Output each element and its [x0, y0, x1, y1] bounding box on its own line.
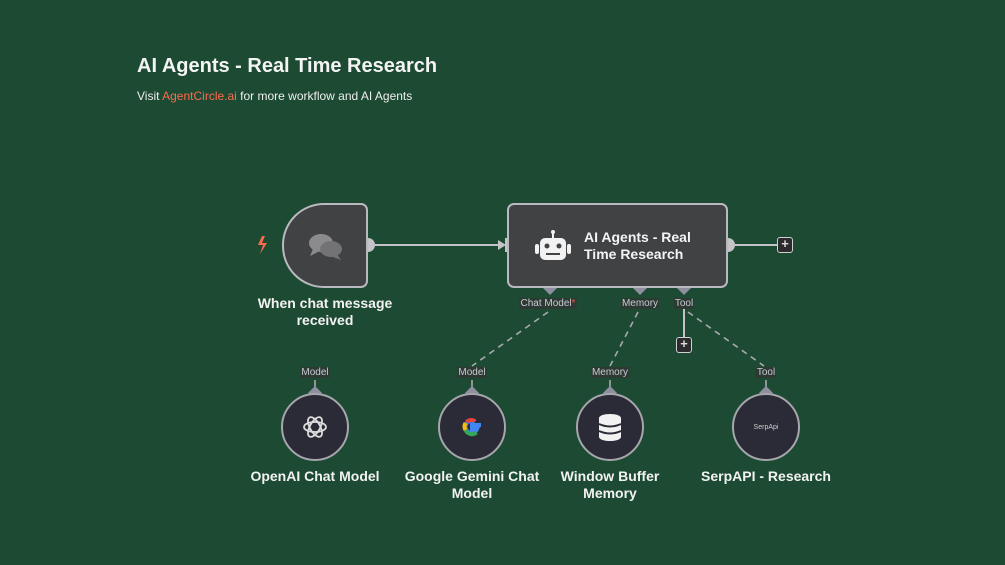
subnode-label: Google Gemini Chat Model — [404, 468, 540, 501]
subnode-label: OpenAI Chat Model — [250, 468, 380, 484]
add-tool-button[interactable]: + — [676, 337, 692, 353]
port-label-memory: Memory — [620, 298, 660, 309]
port-label-chat-model: Chat Model* — [519, 298, 577, 309]
openai-chat-model-node[interactable] — [281, 393, 349, 461]
chat-bubbles-icon — [309, 234, 342, 260]
google-icon — [462, 418, 481, 437]
subnode-port-label: Tool — [755, 367, 777, 378]
serpapi-icon: SerpApi — [753, 423, 779, 431]
openai-icon — [303, 416, 327, 438]
port-text: Chat Model — [520, 298, 572, 309]
trigger-node[interactable] — [282, 203, 368, 288]
trigger-label: When chat message received — [257, 295, 393, 328]
page-title: AI Agents - Real Time Research — [137, 55, 438, 77]
google-gemini-chat-model-node[interactable] — [438, 393, 506, 461]
database-icon — [598, 414, 622, 441]
agent-label: AI Agents - Real Time Research — [584, 229, 691, 262]
add-node-button[interactable]: + — [777, 237, 793, 253]
robot-icon — [535, 230, 571, 260]
dashed-tool-connection — [687, 311, 765, 367]
port-label-tool: Tool — [673, 298, 695, 309]
subtitle-suffix: for more workflow and AI Agents — [236, 89, 413, 103]
subtitle-prefix: Visit — [137, 89, 163, 103]
subnode-label: Window Buffer Memory — [560, 468, 660, 501]
subnode-port-label: Model — [300, 367, 330, 378]
subnode-port-label: Memory — [590, 367, 630, 378]
subtitle: Visit AgentCircle.ai for more workflow a… — [137, 89, 412, 103]
dashed-memory-connection — [609, 311, 639, 367]
ai-agent-node[interactable]: AI Agents - Real Time Research — [507, 203, 728, 288]
subnode-label: SerpAPI - Research — [701, 468, 831, 484]
serpapi-research-node[interactable]: SerpApi — [732, 393, 800, 461]
required-mark: * — [571, 298, 576, 309]
subnode-port-label: Model — [457, 367, 487, 378]
agentcircle-link[interactable]: AgentCircle.ai — [162, 89, 237, 103]
window-buffer-memory-node[interactable] — [576, 393, 644, 461]
dashed-model-connection — [471, 311, 549, 367]
lightning-icon — [258, 236, 267, 254]
